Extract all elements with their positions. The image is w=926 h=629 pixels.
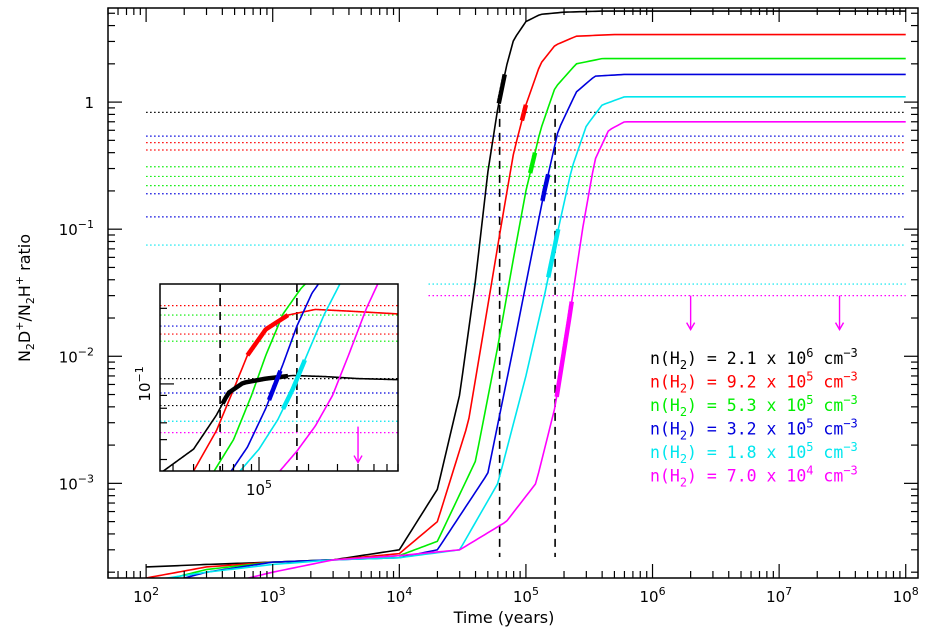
y-axis-label: N2D+/N2H+ ratio	[13, 234, 37, 362]
x-tick-label: 105	[513, 585, 539, 606]
plot-frame	[107, 7, 919, 579]
inset-frame	[159, 283, 399, 472]
x-tick-label: 107	[766, 585, 792, 606]
legend-entry-5: n(H2) = 1.8 x 105 cm−3	[650, 440, 858, 466]
series-line-4	[181, 73, 906, 578]
legend: n(H2) = 2.1 x 106 cm−3n(H2) = 9.2 x 105 …	[650, 346, 858, 490]
highlight-segment	[540, 173, 551, 202]
legend-entry-1: n(H2) = 2.1 x 106 cm−3	[650, 346, 858, 372]
inset-series-line-5	[238, 284, 341, 471]
inset-y-tick-label: 10−1	[133, 366, 154, 401]
main-axes: 102 103 104 105 106 107 108 10−3 10−2 10−1 1	[59, 7, 919, 606]
highlight-segment	[519, 104, 529, 122]
x-tick-label: 104	[386, 585, 412, 606]
x-axis-label: Time (years)	[453, 608, 555, 627]
y-tick-label: 10−2	[59, 345, 94, 366]
legend-entry-6: n(H2) = 7.0 x 104 cm−3	[650, 464, 858, 490]
x-tick-label: 102	[133, 585, 159, 606]
x-tick-label: 103	[260, 585, 286, 606]
inset-series-line-6	[278, 284, 379, 471]
highlight-segment	[527, 152, 538, 174]
x-tick-label: 106	[639, 585, 665, 606]
inset-x-tick-label: 105	[246, 478, 272, 499]
legend-entry-3: n(H2) = 5.3 x 105 cm−3	[650, 393, 858, 419]
inset-highlight-segment	[245, 313, 290, 357]
inset-highlight-segment	[281, 359, 307, 410]
inset-plot: 105 10−1	[133, 283, 399, 499]
legend-entry-4: n(H2) = 3.2 x 105 cm−3	[650, 417, 858, 443]
inset-series-line-3	[213, 284, 307, 471]
highlight-segment	[554, 301, 574, 398]
legend-entry-2: n(H2) = 9.2 x 105 cm−3	[650, 370, 858, 396]
inset-content	[160, 284, 398, 471]
inset-highlight-segment	[266, 369, 283, 401]
highlight-segment	[496, 73, 507, 105]
inset-arrowhead	[353, 455, 363, 465]
y-tick-label: 10−3	[59, 472, 94, 493]
x-tick-label: 108	[893, 585, 919, 606]
y-tick-label: 1	[84, 94, 94, 112]
highlight-segment	[546, 228, 561, 278]
upper-limit-arrowhead	[834, 322, 845, 332]
y-tick-label: 10−1	[59, 218, 94, 239]
upper-limit-arrowhead	[686, 322, 696, 332]
